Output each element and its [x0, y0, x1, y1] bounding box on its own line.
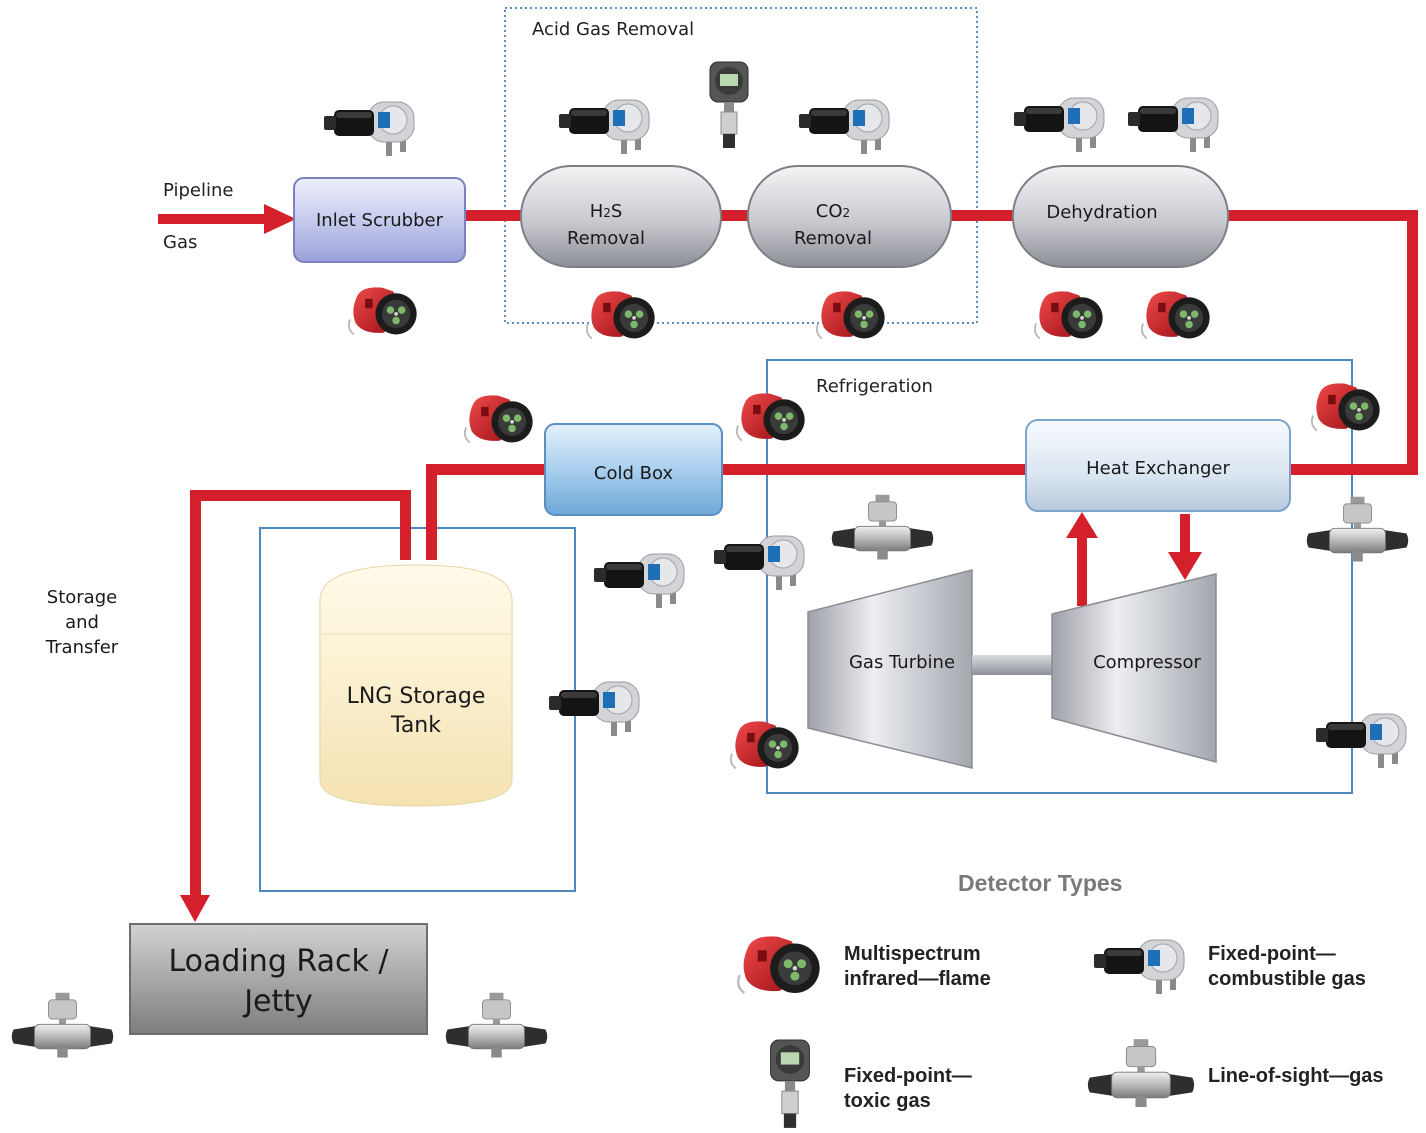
gas-turbine-label: Gas Turbine [848, 652, 956, 673]
legend-line-of-sight-detector-icon [1087, 1038, 1195, 1108]
flame-detector-icon [729, 720, 800, 770]
flame-detector-icon [815, 290, 886, 340]
dehydration-label: Dehydration [1046, 202, 1158, 223]
flame-detector-icon [1033, 290, 1104, 340]
lng-storage-tank-label: LNG Storage Tank [346, 684, 486, 738]
line-of-sight-detector-icon [11, 992, 114, 1058]
legend-title: Detector Types [958, 870, 1123, 896]
h2s-removal-vessel [520, 165, 722, 268]
acid-gas-removal-label: Acid Gas Removal [532, 19, 695, 40]
legend-combustible-gas-detector-icon [1093, 939, 1185, 995]
heat-exchanger-label: Heat Exchanger [1086, 458, 1230, 479]
co2-removal-label: CO2 Removal [793, 201, 872, 249]
loading-rack-label: Loading Rack / Jetty [168, 944, 389, 1019]
legend-item-combustible-gas: Fixed-point— combustible gas [1208, 943, 1366, 990]
legend-toxic-gas-detector-icon [770, 1039, 810, 1129]
flame-detector-icon [585, 290, 656, 340]
inlet-arrow [264, 204, 296, 234]
toxic-gas-detector-icon [709, 61, 749, 149]
combustible-gas-detector-icon [558, 99, 650, 155]
combustible-gas-detector-icon [548, 681, 640, 737]
combustible-gas-detector-icon [1315, 713, 1407, 769]
refrigeration-boundary [766, 359, 1353, 794]
compressor [1051, 573, 1217, 763]
inlet-scrubber-unit [293, 177, 466, 263]
legend-item-toxic-gas: Fixed-point— toxic gas [844, 1065, 972, 1112]
loading-rack-jetty [129, 923, 428, 1035]
line-of-sight-detector-icon [445, 992, 548, 1058]
gas-label: Gas [163, 232, 198, 253]
refrigeration-label: Refrigeration [816, 376, 933, 397]
pipeline [158, 204, 1418, 922]
heat-exchanger-unit [1025, 419, 1291, 512]
compressor-label: Compressor [1093, 652, 1201, 673]
h2s-removal-label: H2S Removal [566, 201, 645, 249]
flame-detector-icon [347, 286, 418, 336]
combustible-gas-detector-icon [593, 553, 685, 609]
line-of-sight-detector-icon [1306, 496, 1409, 562]
pipeline-label: Pipeline [163, 180, 234, 201]
cold-box-unit [544, 423, 723, 516]
flame-detector-icon [1140, 290, 1211, 340]
combustible-gas-detector-icon [1013, 97, 1105, 153]
legend-item-line-of-sight: Line-of-sight—gas [1208, 1065, 1384, 1087]
flame-detector-icon [463, 394, 534, 444]
cold-box-label: Cold Box [593, 463, 674, 484]
combustible-gas-detector-icon [713, 535, 805, 591]
storage-and-transfer-label: Storage and Transfer [45, 587, 119, 658]
flame-detector-icon [735, 392, 806, 442]
lng-storage-tank [319, 564, 513, 807]
gas-turbine [807, 569, 973, 769]
acid-gas-removal-boundary [504, 7, 978, 324]
legend-item-flame: Multispectrum infrared—flame [844, 943, 991, 990]
co2-removal-vessel [747, 165, 952, 268]
turbine-shaft [972, 655, 1052, 675]
dehydration-vessel [1012, 165, 1229, 268]
flame-detector-icon [1310, 382, 1381, 432]
legend-flame-detector-icon [737, 935, 821, 995]
combustible-gas-detector-icon [798, 99, 890, 155]
combustible-gas-detector-icon [323, 101, 415, 157]
combustible-gas-detector-icon [1127, 97, 1219, 153]
inlet-scrubber-label: Inlet Scrubber [315, 210, 444, 231]
line-of-sight-detector-icon [831, 494, 934, 560]
